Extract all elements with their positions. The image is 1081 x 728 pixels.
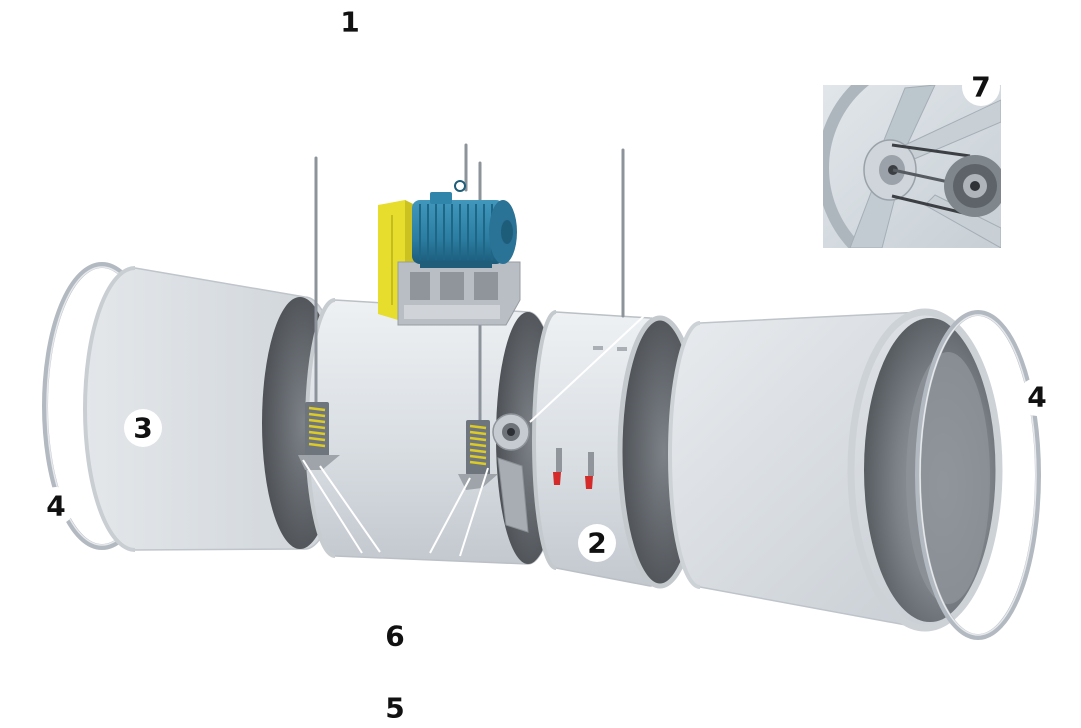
damper-flap xyxy=(497,457,529,533)
latch-handle xyxy=(585,476,593,489)
spring-isolator-right xyxy=(458,420,498,490)
callout-5: 5 xyxy=(376,689,414,727)
eye-bolt xyxy=(454,180,466,192)
latch-handle xyxy=(553,472,561,485)
leader-line xyxy=(319,465,381,553)
callout-label: 1 xyxy=(340,6,359,39)
callout-label: 2 xyxy=(587,527,606,560)
electric-motor xyxy=(412,180,517,268)
leader-lines xyxy=(302,314,646,557)
mounting-bracket xyxy=(298,455,340,470)
callout-4-left: 4 xyxy=(37,487,75,525)
vent-slot xyxy=(617,347,627,351)
leader-line xyxy=(529,314,646,423)
callout-label: 3 xyxy=(133,412,152,445)
motor-base-frame xyxy=(397,261,521,326)
callout-label: 4 xyxy=(1027,381,1046,414)
callout-4-right: 4 xyxy=(1018,378,1056,416)
damper-pivot xyxy=(492,413,530,533)
drive-pulley xyxy=(944,155,1001,217)
spring-isolator-left xyxy=(298,402,340,470)
mounting-bracket xyxy=(458,474,498,490)
callout-label: 5 xyxy=(385,692,404,725)
callout-label: 6 xyxy=(385,620,404,653)
callout-7: 7 xyxy=(962,68,1000,106)
motor-assembly xyxy=(378,180,521,326)
callout-label: 7 xyxy=(971,71,990,104)
vent-slot xyxy=(593,346,603,350)
outlet-transition-cone xyxy=(668,308,1003,632)
inlet-transition-cone xyxy=(83,266,344,552)
leader-line xyxy=(459,467,489,557)
leader-line xyxy=(429,477,471,554)
impeller-detail-inset xyxy=(823,85,1001,248)
drive-belt xyxy=(891,143,971,158)
leader-line xyxy=(302,459,363,554)
callout-1: 1 xyxy=(331,3,369,41)
fan-hub xyxy=(863,139,917,201)
callout-2: 2 xyxy=(578,524,616,562)
callout-6: 6 xyxy=(376,617,414,655)
callout-label: 4 xyxy=(46,490,65,523)
right-ring-flange xyxy=(915,310,1041,640)
callout-3: 3 xyxy=(124,409,162,447)
access-door-latches xyxy=(553,448,594,489)
